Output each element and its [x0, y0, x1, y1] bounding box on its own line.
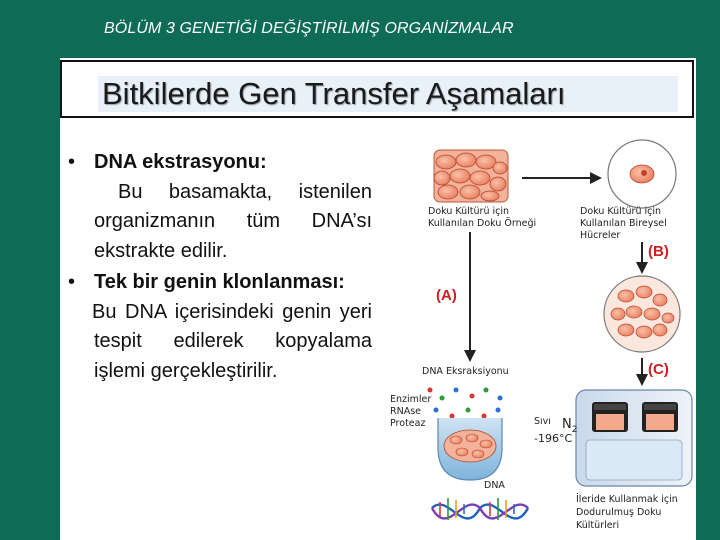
- step-a-label: (A): [436, 287, 457, 304]
- cell-label-1: Doku Kültürü için: [580, 206, 661, 217]
- enzyme-label-1: Enzimler: [390, 394, 431, 405]
- step-c-label: (C): [648, 361, 669, 378]
- left-side-band: [0, 58, 60, 540]
- list-item: • Tek bir genin klonlanması:: [60, 268, 372, 298]
- liquid-nitrogen-tank-icon: [575, 389, 693, 487]
- single-cell-icon: [607, 139, 677, 209]
- right-side-band: [696, 58, 720, 540]
- frozen-label-1: İleride Kullanmak için: [576, 494, 678, 505]
- dna-label: DNA: [484, 480, 505, 491]
- extraction-label: DNA Eksraksiyonu: [422, 366, 509, 377]
- bullet-text: Bu basamakta, istenilen organizmanın tüm…: [94, 180, 372, 262]
- extraction-tube-icon: [437, 418, 503, 481]
- bullet-list: • DNA ekstrasyonu: Bu basamakta, istenil…: [60, 148, 372, 386]
- enzyme-label-2: RNAse: [390, 406, 421, 417]
- dna-helix-icon: [430, 498, 530, 520]
- arrow-down-icon: [636, 242, 648, 274]
- bullet-icon: •: [68, 151, 76, 173]
- arrow-right-icon: [522, 172, 602, 184]
- temperature-label: -196°C: [534, 432, 572, 445]
- enzyme-label-3: Proteaz: [390, 418, 425, 429]
- gene-transfer-diagram: Doku Kültürü için Kullanılan Doku Örneği…: [390, 139, 693, 531]
- arrow-down-icon: [464, 232, 476, 362]
- step-b-label: (B): [648, 243, 669, 260]
- tissue-sample-icon: [433, 149, 509, 203]
- title-frame: [60, 60, 694, 118]
- bullet-icon: •: [68, 271, 76, 293]
- cell-culture-icon: [603, 275, 681, 353]
- chapter-title: BÖLÜM 3 GENETİĞİ DEĞİŞTİRİLMİŞ ORGANİZMA…: [104, 20, 514, 37]
- cell-label-3: Hücreler: [580, 230, 620, 241]
- bullet-text: Bu DNA içerisindeki genin yeri tespit ed…: [92, 300, 372, 382]
- n2-label: N2: [562, 417, 577, 435]
- frozen-label-2: Dodurulmuş Doku: [576, 507, 661, 518]
- tissue-label-2: Kullanılan Doku Örneği: [428, 218, 536, 229]
- bullet-heading: DNA ekstrasyonu:: [94, 151, 267, 173]
- list-item: • DNA ekstrasyonu:: [60, 148, 372, 178]
- arrow-down-icon: [636, 358, 648, 386]
- header-bar: [0, 0, 720, 58]
- title-highlight: [98, 76, 678, 112]
- cell-label-2: Kullanılan Bireysel: [580, 218, 667, 229]
- slide-title: Bitkilerde Gen Transfer Aşamaları: [102, 76, 566, 111]
- bullet-heading: Tek bir genin klonlanması:: [94, 271, 345, 293]
- tissue-label-1: Doku Kültürü için: [428, 206, 509, 217]
- liquid-label: Sıvı: [534, 416, 551, 427]
- frozen-label-3: Kültürleri: [576, 520, 619, 531]
